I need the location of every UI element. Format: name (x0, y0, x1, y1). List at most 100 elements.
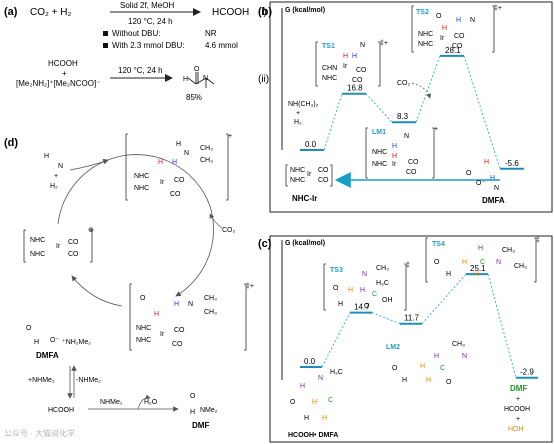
cat-left-bracket-left (23, 229, 26, 263)
final-byproduct: H₂O (144, 399, 158, 406)
formic-acid: HCOOH (48, 407, 74, 414)
energy-connector (371, 312, 401, 325)
bullet-square (103, 31, 108, 36)
watermark: 公众号 · 大猫说化学 (4, 428, 75, 438)
int-top-co-b: CO (170, 191, 181, 198)
ts3-ch3-a: CH₃ (376, 265, 389, 272)
eq-plus-nhme2: +NHMe₂ (28, 377, 55, 384)
product-plus-a: + (516, 396, 520, 403)
ts2-o-atom: O (436, 13, 442, 20)
reaction-ii-acid: HCOOH (48, 59, 78, 68)
reaction-ii-conditions: 120 °C, 24 h (118, 66, 163, 75)
co2-input-arrow (209, 213, 223, 229)
ts4-bracket-right (534, 237, 537, 283)
ts1-bracket-left (315, 41, 318, 87)
amine-input-arrow (69, 159, 109, 171)
int-top-h: H (176, 141, 181, 148)
dmfa-o-minus: O⁻ (50, 337, 59, 344)
energy-connector (321, 312, 351, 368)
cat-left-nhc-b: NHC (30, 251, 45, 258)
condition-without-dbu: Without DBU: (112, 29, 160, 38)
ts3-h-orange: H (348, 287, 353, 294)
panel-b: (b) G (kcal/mol) 0.016.88.328.1-5.6 TS1 … (258, 1, 553, 213)
dmfa-n-atom: N (494, 185, 499, 192)
int-top-charge: + (228, 133, 232, 140)
dmf-h-atom: H (183, 76, 188, 83)
lm2-label: LM2 (386, 344, 400, 351)
nhc-ir-co-a: CO (318, 167, 329, 174)
lm1-h-red: H (392, 153, 397, 160)
final-reagent: NHMe₂ (100, 399, 123, 406)
ts2-nhc-a: NHC (418, 31, 433, 38)
int-top-ir: Ir (160, 179, 165, 186)
start-h-orange: H (312, 399, 317, 406)
energy-connector (323, 93, 343, 151)
energy-level-label: 0.0 (304, 357, 316, 366)
energy-level-label: 8.3 (397, 112, 409, 121)
ts2-nhc-b: NHC (418, 41, 433, 48)
ts4-h-purple: H (478, 245, 483, 252)
int-bottom-n: N (188, 301, 193, 308)
dmfa-o-minus: O⁻ (476, 180, 485, 187)
ts3-o-atom-2: O (364, 303, 370, 310)
ts1-co-b: CO (352, 77, 363, 84)
ts3-oh: OH (382, 297, 393, 304)
reactant-plus: + (296, 110, 300, 117)
lm2-c-green: C (440, 365, 445, 372)
lm1-h-blue: H (392, 143, 397, 150)
ts3-h-atom: H (338, 301, 343, 308)
panel-b-axis-title: G (kcal/mol) (285, 7, 325, 14)
panel-a-label: (a) (4, 6, 18, 18)
ts4-n-atom: N (496, 259, 501, 266)
lm2-n-atom: N (462, 353, 467, 360)
start-h3c: H₃C (330, 369, 343, 376)
panel-a: (a) CO₂ + H₂ Solid 2f, MeOH 120 °C, 24 h… (4, 1, 269, 102)
ts2-n-atom: N (470, 17, 475, 24)
ts1-n-atom: N (360, 42, 365, 49)
ts1-nhc: NHC (322, 75, 337, 82)
reaction-ii-plus: + (62, 69, 67, 78)
dmfa-nh2: ⁺NH₂Me₂ (62, 339, 91, 346)
nhc-ir-ir: Ir (307, 171, 312, 178)
final-dmf-name: DMF (192, 421, 209, 430)
nhc-ir-bracket-left (285, 164, 288, 187)
lm1-bracket-right (432, 127, 435, 179)
nhc-ir-name: NHC-Ir (292, 194, 317, 203)
reaction-ii-tag: (ii) (258, 74, 269, 85)
product-hoh: HOH (508, 426, 524, 433)
ts4-ch3: CH₃ (502, 247, 515, 254)
energy-connector (487, 273, 517, 378)
int-bottom-nhc-b: NHC (136, 337, 151, 344)
reaction-i-product: HCOOH (212, 7, 249, 18)
reaction-ii-salt: [Me₂NH₂]⁺[Me₂NCOO]⁻ (16, 79, 100, 88)
ts3-o-atom: O (333, 285, 339, 292)
ts4-c-green: C (480, 259, 485, 266)
start-n-atom: N (318, 375, 323, 382)
int-top-nhc-a: NHC (134, 173, 149, 180)
int-bottom-h-red: H (154, 311, 159, 318)
ts3-n-atom: N (362, 271, 367, 278)
lm1-charge: + (434, 126, 438, 133)
panel-c-frame (269, 235, 553, 443)
ts4-charge: ‡ (536, 237, 540, 244)
cat-left-nhc-a: NHC (30, 237, 45, 244)
ts3-charge: ‡ (406, 262, 410, 269)
ts2-co-b: CO (452, 43, 463, 50)
cat-left-co-b: CO (68, 251, 79, 258)
ts1-h-red: H (343, 53, 348, 60)
lm1-ir: Ir (392, 161, 397, 168)
ts2-ir: Ir (440, 35, 445, 42)
cycle-arc-top (107, 154, 211, 207)
cycle-arc-bottom (71, 275, 123, 307)
result-with-dbu: 4.6 mmol (205, 41, 238, 50)
energy-level-label: 16.8 (347, 84, 363, 93)
lm1-nhc-a: NHC (372, 149, 387, 156)
int-bottom-h-blue: H (174, 301, 179, 308)
ts4-o-a: O (434, 259, 440, 266)
final-dmf-o: O (190, 393, 196, 400)
ts1-chn: CHN (322, 65, 337, 72)
panel-d-label: (d) (4, 137, 18, 149)
lm2-o-a: O (392, 365, 398, 372)
ts3-bracket-left (323, 263, 326, 311)
